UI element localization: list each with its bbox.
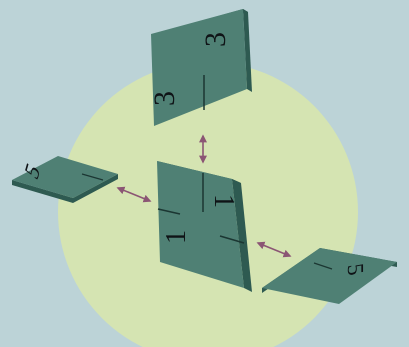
left-card: 5 bbox=[12, 156, 118, 203]
right-card: 5 bbox=[262, 248, 397, 304]
center-to-right-arrow bbox=[256, 241, 292, 258]
top-card: 3 3 bbox=[148, 9, 252, 126]
right-card-numeral: 5 bbox=[342, 262, 368, 278]
center-card-right-slit bbox=[219, 235, 245, 244]
left-to-center-arrow bbox=[116, 186, 152, 203]
top-card-numeral-upper: 3 bbox=[199, 32, 232, 47]
top-card-numeral-lower: 3 bbox=[148, 91, 181, 106]
center-card: 1 1 bbox=[157, 161, 252, 292]
center-card-numeral-lower: 1 bbox=[161, 230, 192, 244]
center-card-left-slit bbox=[157, 208, 181, 215]
right-card-slit bbox=[313, 262, 333, 270]
center-card-numeral-upper: 1 bbox=[208, 194, 239, 208]
left-card-slit bbox=[81, 173, 104, 181]
